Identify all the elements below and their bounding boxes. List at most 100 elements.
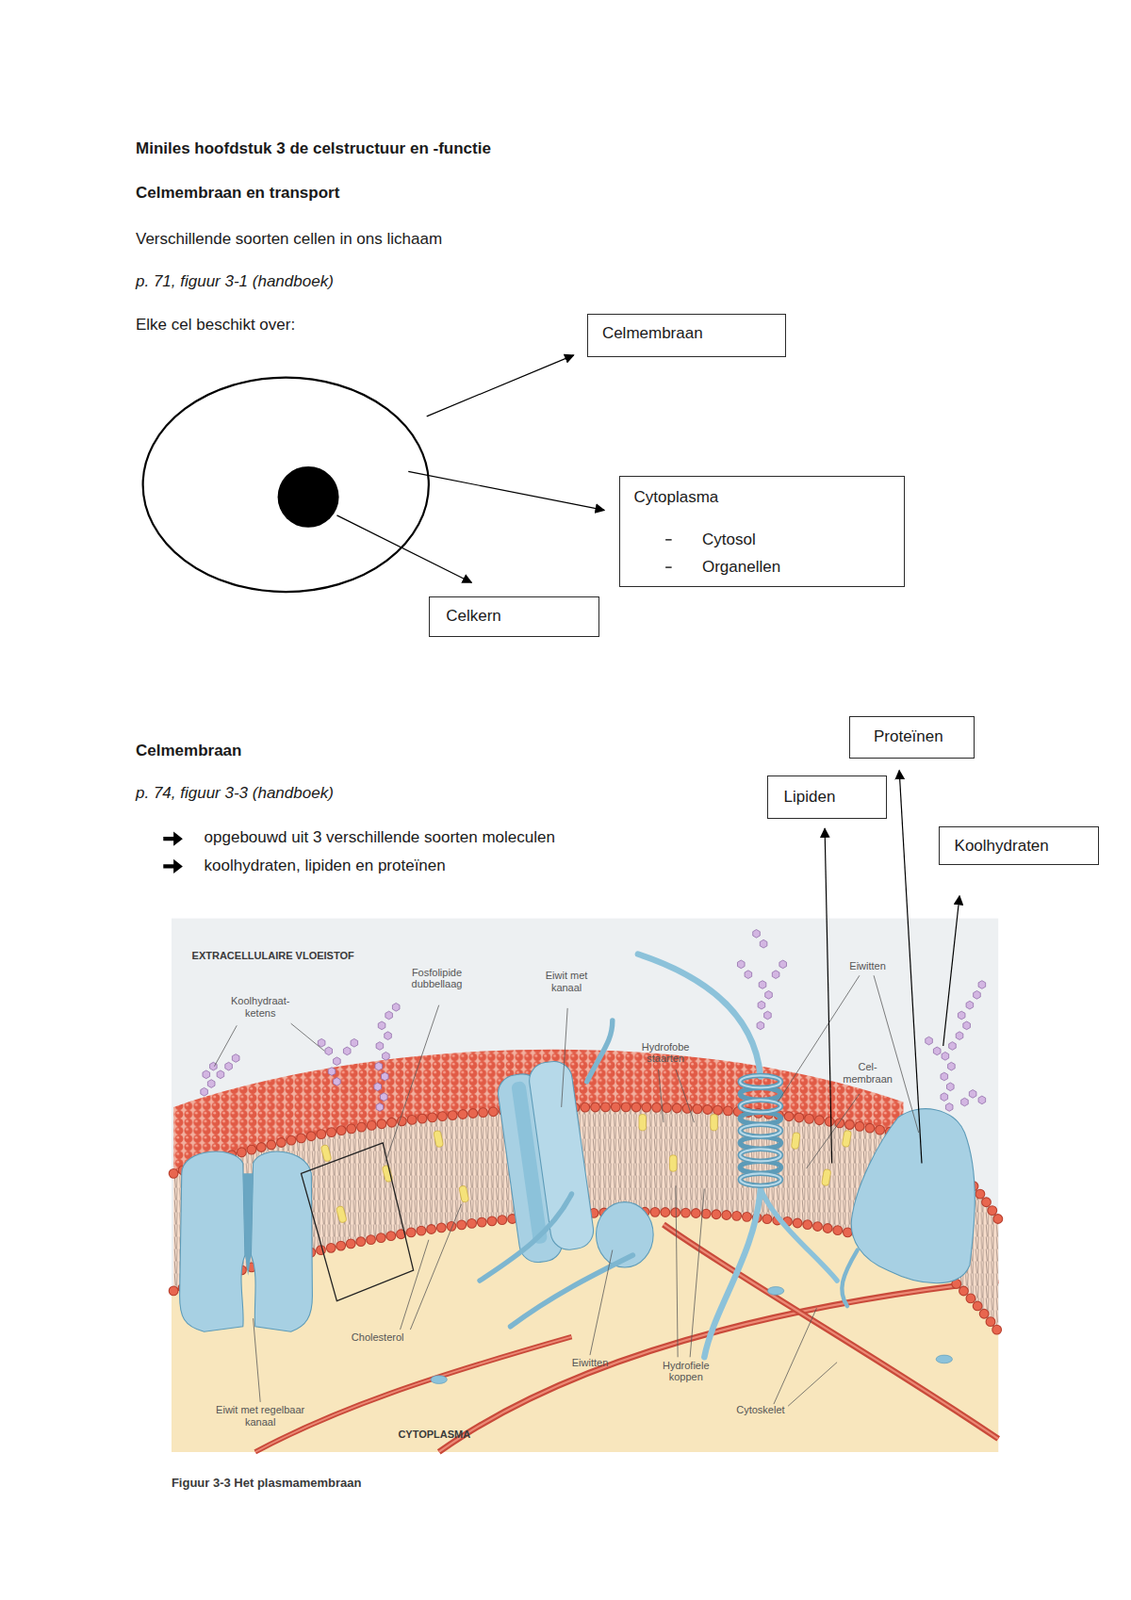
section-heading: Celmembraan	[135, 741, 242, 761]
sugar-unit	[968, 1090, 977, 1099]
sugar-unit	[941, 1051, 950, 1061]
sugar-unit	[978, 981, 986, 990]
text-box: CytoplasmaCytosolOrganellen	[619, 475, 904, 588]
cholesterol	[320, 1144, 332, 1163]
section-heading: Celmembraan en transport	[135, 183, 340, 203]
extracellular-fluid	[171, 918, 999, 1453]
sugar-unit	[948, 1062, 956, 1071]
cytoskeleton-fiber	[255, 1337, 573, 1453]
leader-line	[689, 1189, 705, 1359]
sugar-unit	[379, 1093, 388, 1102]
sugar-unit	[756, 1021, 765, 1031]
text-box: Celkern	[428, 596, 600, 638]
sugar-unit	[333, 1057, 342, 1066]
protein-strand	[760, 1189, 837, 1281]
body-text: Elke cel beschikt over:	[135, 315, 296, 335]
leader-line	[787, 1362, 837, 1408]
sugar-unit	[376, 1042, 384, 1051]
sugar-unit	[325, 1047, 333, 1056]
cholesterol	[841, 1130, 852, 1148]
sugar-unit	[961, 1098, 969, 1107]
cell-outline	[143, 377, 429, 592]
leader-arrow	[824, 828, 833, 1164]
sugar-unit	[392, 1002, 400, 1012]
cell-nucleus	[278, 466, 340, 528]
sugar-unit	[350, 1038, 359, 1048]
sugar-unit	[737, 960, 745, 969]
cholesterol	[710, 1114, 719, 1131]
cholesterol	[458, 1185, 470, 1204]
helix-turn	[739, 1124, 781, 1137]
sugar-unit	[317, 1038, 326, 1048]
helix-turn	[739, 1148, 781, 1162]
figure-caption: Figuur 3-3 Het plasmamembraan	[171, 1476, 362, 1492]
helix-protein	[739, 1075, 781, 1186]
sugar-unit	[343, 1047, 351, 1056]
sugar-unit	[925, 1036, 934, 1046]
sugar-unit	[753, 930, 761, 939]
list-item: Organellen	[702, 557, 781, 577]
sugar-unit	[978, 1096, 986, 1105]
text-box: Koolhydraten	[938, 826, 1099, 866]
sugar-unit	[765, 991, 773, 1000]
leader-line	[806, 1094, 860, 1169]
channel-protein	[180, 1151, 246, 1332]
carbohydrate-chain	[200, 1054, 240, 1097]
leader-line	[675, 1185, 678, 1358]
sugar-unit	[377, 1021, 386, 1031]
carbohydrate-chain	[317, 1038, 358, 1086]
sugar-unit	[744, 970, 753, 980]
part-label: Eiwitten	[849, 960, 886, 973]
leader-line	[291, 1023, 326, 1051]
sugar-unit	[947, 1082, 955, 1092]
sugar-unit	[200, 1087, 209, 1097]
box-label: Celkern	[445, 606, 502, 626]
part-label: Cholesterol	[351, 1331, 405, 1345]
helix-turn	[739, 1075, 781, 1088]
sugar-unit	[381, 1072, 390, 1082]
leader-line	[400, 1240, 429, 1330]
helix-turn	[739, 1099, 781, 1113]
sugar-unit	[940, 1072, 949, 1082]
cholesterol	[639, 1114, 647, 1131]
cholesterol	[669, 1155, 677, 1172]
leader-line	[675, 1069, 694, 1123]
cytoskeleton-fiber	[439, 1280, 1000, 1453]
part-label: Fosfolipide dubbellaag	[403, 967, 470, 991]
sugar-unit	[216, 1070, 225, 1080]
part-label: Eiwit met regelbaar kanaal	[213, 1404, 307, 1428]
protein-strand	[479, 1194, 572, 1281]
leader-line	[385, 1005, 439, 1163]
box-label: Koolhydraten	[954, 836, 1050, 856]
list-dash	[665, 566, 672, 568]
region-label: EXTRACELLULAIRE VLOEISTOF	[192, 950, 355, 963]
leader-arrow	[426, 355, 574, 417]
leader-line	[213, 1025, 237, 1066]
sugar-unit	[963, 1021, 971, 1031]
leader-arrow	[408, 471, 605, 510]
figure-reference: p. 74, figuur 3-3 (handboek)	[135, 784, 334, 804]
box-label: Lipiden	[784, 787, 836, 807]
sugar-unit	[376, 1103, 384, 1113]
cholesterol	[790, 1132, 801, 1150]
sugar-unit	[375, 1062, 383, 1071]
sugar-unit	[966, 1000, 974, 1010]
sugar-unit	[764, 1011, 772, 1020]
sugar-unit	[202, 1070, 211, 1080]
protein-subunit	[510, 1081, 548, 1246]
cutaway-frame	[300, 1143, 413, 1302]
leader-arrow	[336, 515, 472, 583]
box-label: Cytoplasma	[633, 488, 719, 508]
leader-arrow	[943, 896, 960, 1047]
membrane-protein	[851, 1109, 975, 1284]
leader-line	[590, 1250, 613, 1357]
text-box: Celmembraan	[587, 313, 787, 359]
carbohydrate-chain	[374, 1002, 400, 1112]
text-box: Proteïnen	[849, 716, 975, 758]
bullet-text: opgebouwd uit 3 verschillende soorten mo…	[204, 828, 556, 848]
sugar-unit	[231, 1054, 240, 1064]
box-label: Proteïnen	[873, 727, 944, 747]
channel-gate	[243, 1173, 254, 1276]
protein-strand	[704, 1189, 761, 1359]
cholesterol	[433, 1130, 444, 1148]
